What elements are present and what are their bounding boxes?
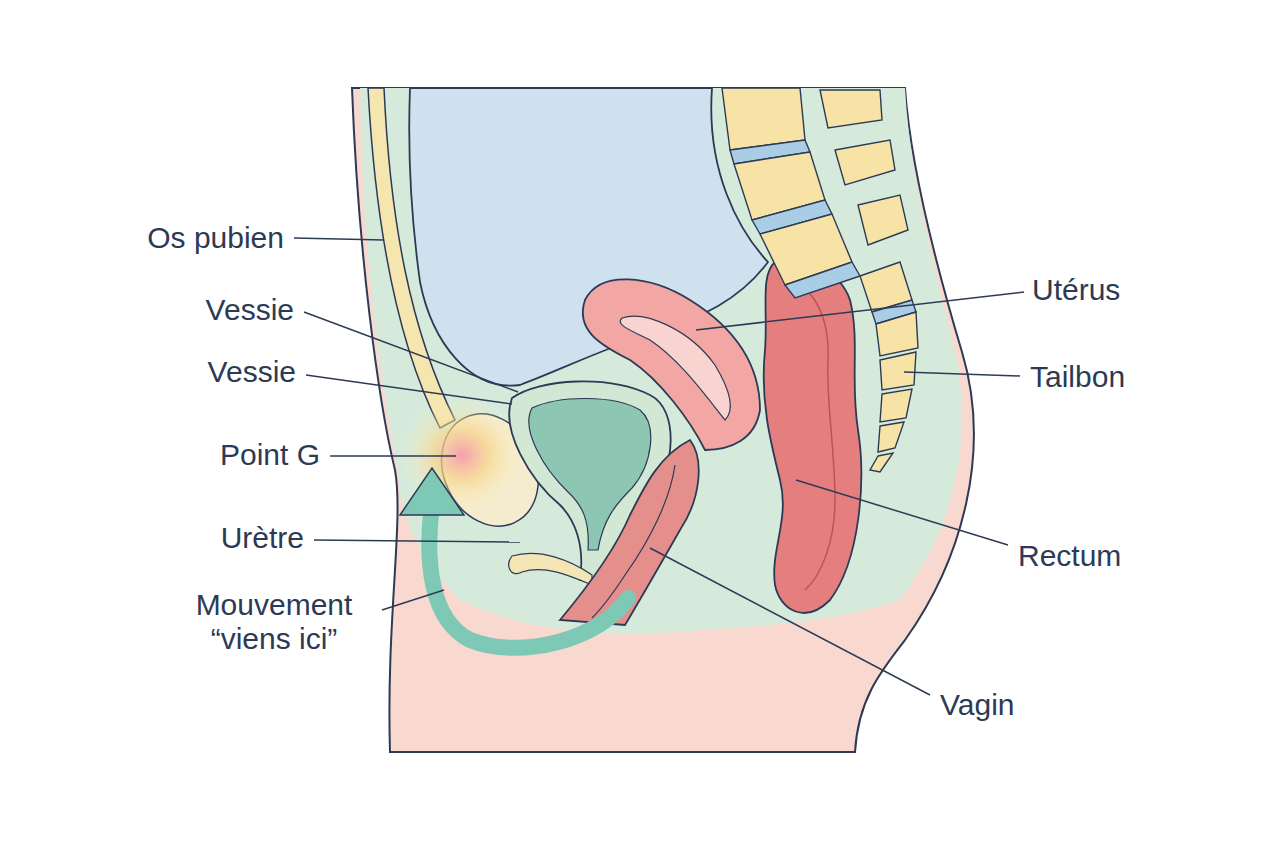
motion-arrow: [429, 505, 628, 648]
part-label: Tailbon: [1030, 360, 1125, 394]
rectum-fold: [795, 285, 835, 590]
part-label: Point G: [220, 438, 320, 472]
leader-lines: [294, 238, 1024, 695]
part-label: Mouvement “viens ici”: [167, 588, 382, 655]
pubic-bone: [368, 88, 455, 428]
motion-arrowhead: [400, 468, 464, 515]
part-label: Vagin: [940, 688, 1015, 722]
pelvic-tissue: [360, 88, 962, 634]
urethra: [509, 553, 592, 585]
part-label: Urètre: [221, 521, 304, 555]
part-label: Vessie: [206, 293, 294, 327]
spine: [722, 88, 918, 472]
part-label: Utérus: [1032, 273, 1120, 307]
body-outline: [352, 88, 974, 752]
uterine-cavity: [620, 316, 730, 420]
part-label: Os pubien: [147, 221, 284, 255]
uterus: [583, 279, 760, 450]
part-label: Vessie: [208, 355, 296, 389]
rectum: [764, 258, 862, 612]
part-label: Rectum: [1018, 539, 1121, 573]
